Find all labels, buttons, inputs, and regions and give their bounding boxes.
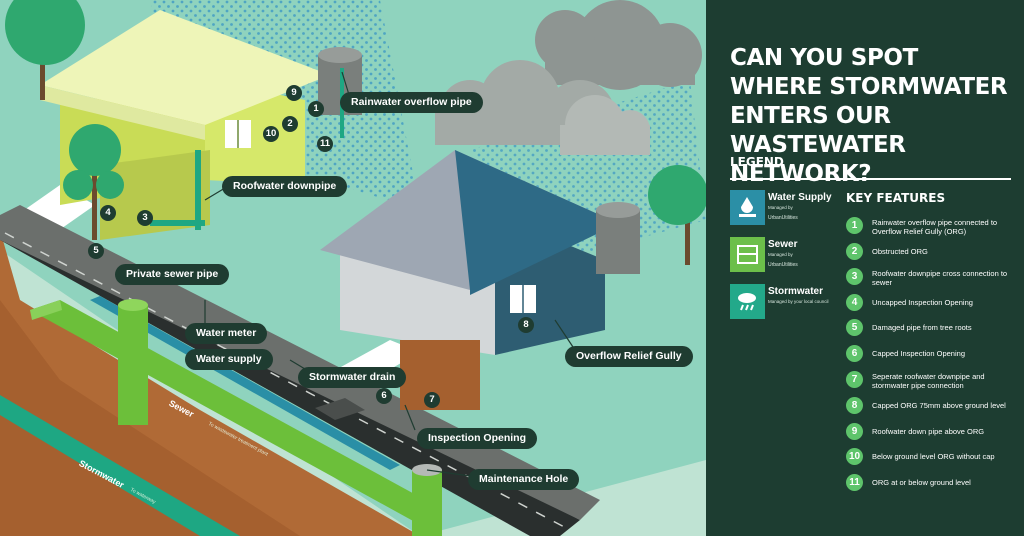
marker-7: 7	[424, 392, 440, 408]
key-feature-item: 9 Roofwater down pipe above ORG	[846, 423, 1016, 445]
legend-heading: LEGEND	[730, 155, 784, 169]
legend-item-sublabel: Managed by	[768, 205, 793, 210]
key-feature-number: 4	[846, 294, 863, 311]
legend-panel: CAN YOU SPOT WHERE STORMWATER ENTERS OUR…	[706, 0, 1024, 536]
callout-water-meter: Water meter	[185, 323, 268, 344]
urban-utilities-logo: UrbanUtilities	[768, 215, 798, 221]
key-feature-item: 6 Capped Inspection Opening	[846, 345, 1016, 367]
urban-utilities-logo: UrbanUtilities	[768, 262, 798, 268]
legend-item-label: Water Supply	[768, 192, 832, 203]
callout-rainwater-overflow-pipe: Rainwater overflow pipe	[340, 92, 483, 113]
callout-roofwater-downpipe: Roofwater downpipe	[222, 176, 348, 197]
key-feature-text: Below ground level ORG without cap	[872, 452, 995, 461]
sewer-icon	[730, 237, 765, 272]
key-feature-number: 5	[846, 319, 863, 336]
marker-4: 4	[100, 205, 116, 221]
key-feature-number: 8	[846, 397, 863, 414]
legend-item-sublabel: Managed by your local council	[768, 299, 829, 304]
key-feature-text: Capped Inspection Opening	[872, 349, 965, 358]
marker-5: 5	[88, 243, 104, 259]
marker-2: 2	[282, 116, 298, 132]
key-feature-item: 7 Seperate roofwater downpipe and stormw…	[846, 371, 1016, 393]
key-feature-text: Roofwater downpipe cross connection to s…	[872, 269, 1008, 287]
marker-8: 8	[518, 317, 534, 333]
key-feature-item: 8 Capped ORG 75mm above ground level	[846, 397, 1016, 419]
key-feature-number: 2	[846, 243, 863, 260]
key-feature-item: 5 Damaged pipe from tree roots	[846, 319, 1016, 341]
key-feature-item: 11 ORG at or below ground level	[846, 474, 1016, 496]
key-feature-text: Rainwater overflow pipe connected to Ove…	[872, 218, 998, 236]
marker-9: 9	[286, 85, 302, 101]
callout-overflow-relief-gully: Overflow Relief Gully	[565, 346, 693, 367]
marker-10: 10	[263, 126, 279, 142]
key-feature-number: 9	[846, 423, 863, 440]
key-feature-text: Obstructed ORG	[872, 247, 928, 256]
marker-3: 3	[137, 210, 153, 226]
callout-inspection-opening: Inspection Opening	[417, 428, 538, 449]
legend-item-label: Stormwater	[768, 286, 824, 297]
key-feature-text: Capped ORG 75mm above ground level	[872, 401, 1006, 410]
key-feature-text: Seperate roofwater downpipe and stormwat…	[872, 372, 985, 390]
key-features-heading: KEY FEATURES	[846, 191, 946, 205]
marker-11: 11	[317, 136, 333, 152]
key-feature-number: 6	[846, 345, 863, 362]
key-feature-number: 7	[846, 371, 863, 388]
key-feature-text: Roofwater down pipe above ORG	[872, 427, 985, 436]
legend-item-sublabel: Managed by	[768, 252, 793, 257]
marker-1: 1	[308, 101, 324, 117]
callout-water-supply: Water supply	[185, 349, 273, 370]
isometric-scene: Sewer To wastewater treatment plant Stor…	[0, 0, 708, 536]
key-feature-item: 10 Below ground level ORG without cap	[846, 448, 1016, 470]
key-feature-item: 3 Roofwater downpipe cross connection to…	[846, 268, 1016, 290]
key-feature-number: 3	[846, 268, 863, 285]
legend-item-label: Sewer	[768, 239, 798, 250]
key-feature-item: 4 Uncapped Inspection Opening	[846, 294, 1016, 316]
stormwater-icon	[730, 284, 765, 319]
key-feature-text: Uncapped Inspection Opening	[872, 298, 973, 307]
legend-item-water-supply: Water Supply Managed by UrbanUtilities	[730, 190, 848, 228]
callout-stormwater-drain: Stormwater drain	[298, 367, 407, 388]
callout-private-sewer-pipe: Private sewer pipe	[115, 264, 230, 285]
key-feature-text: ORG at or below ground level	[872, 478, 971, 487]
key-feature-item: 2 Obstructed ORG	[846, 243, 1016, 265]
page-title: CAN YOU SPOT WHERE STORMWATER ENTERS OUR…	[730, 45, 1008, 187]
legend-divider	[730, 178, 1011, 180]
callout-maintenance-hole: Maintenance Hole	[468, 469, 580, 490]
scene-illustration	[0, 0, 708, 536]
key-feature-text: Damaged pipe from tree roots	[872, 323, 972, 332]
key-feature-number: 10	[846, 448, 863, 465]
legend-item-sewer: Sewer Managed by UrbanUtilities	[730, 237, 848, 275]
marker-6: 6	[376, 388, 392, 404]
key-feature-item: 1 Rainwater overflow pipe connected to O…	[846, 217, 1016, 239]
key-feature-number: 11	[846, 474, 863, 491]
legend-item-stormwater: Stormwater Managed by your local council	[730, 284, 848, 322]
water-supply-icon	[730, 190, 765, 225]
key-feature-number: 1	[846, 217, 863, 234]
